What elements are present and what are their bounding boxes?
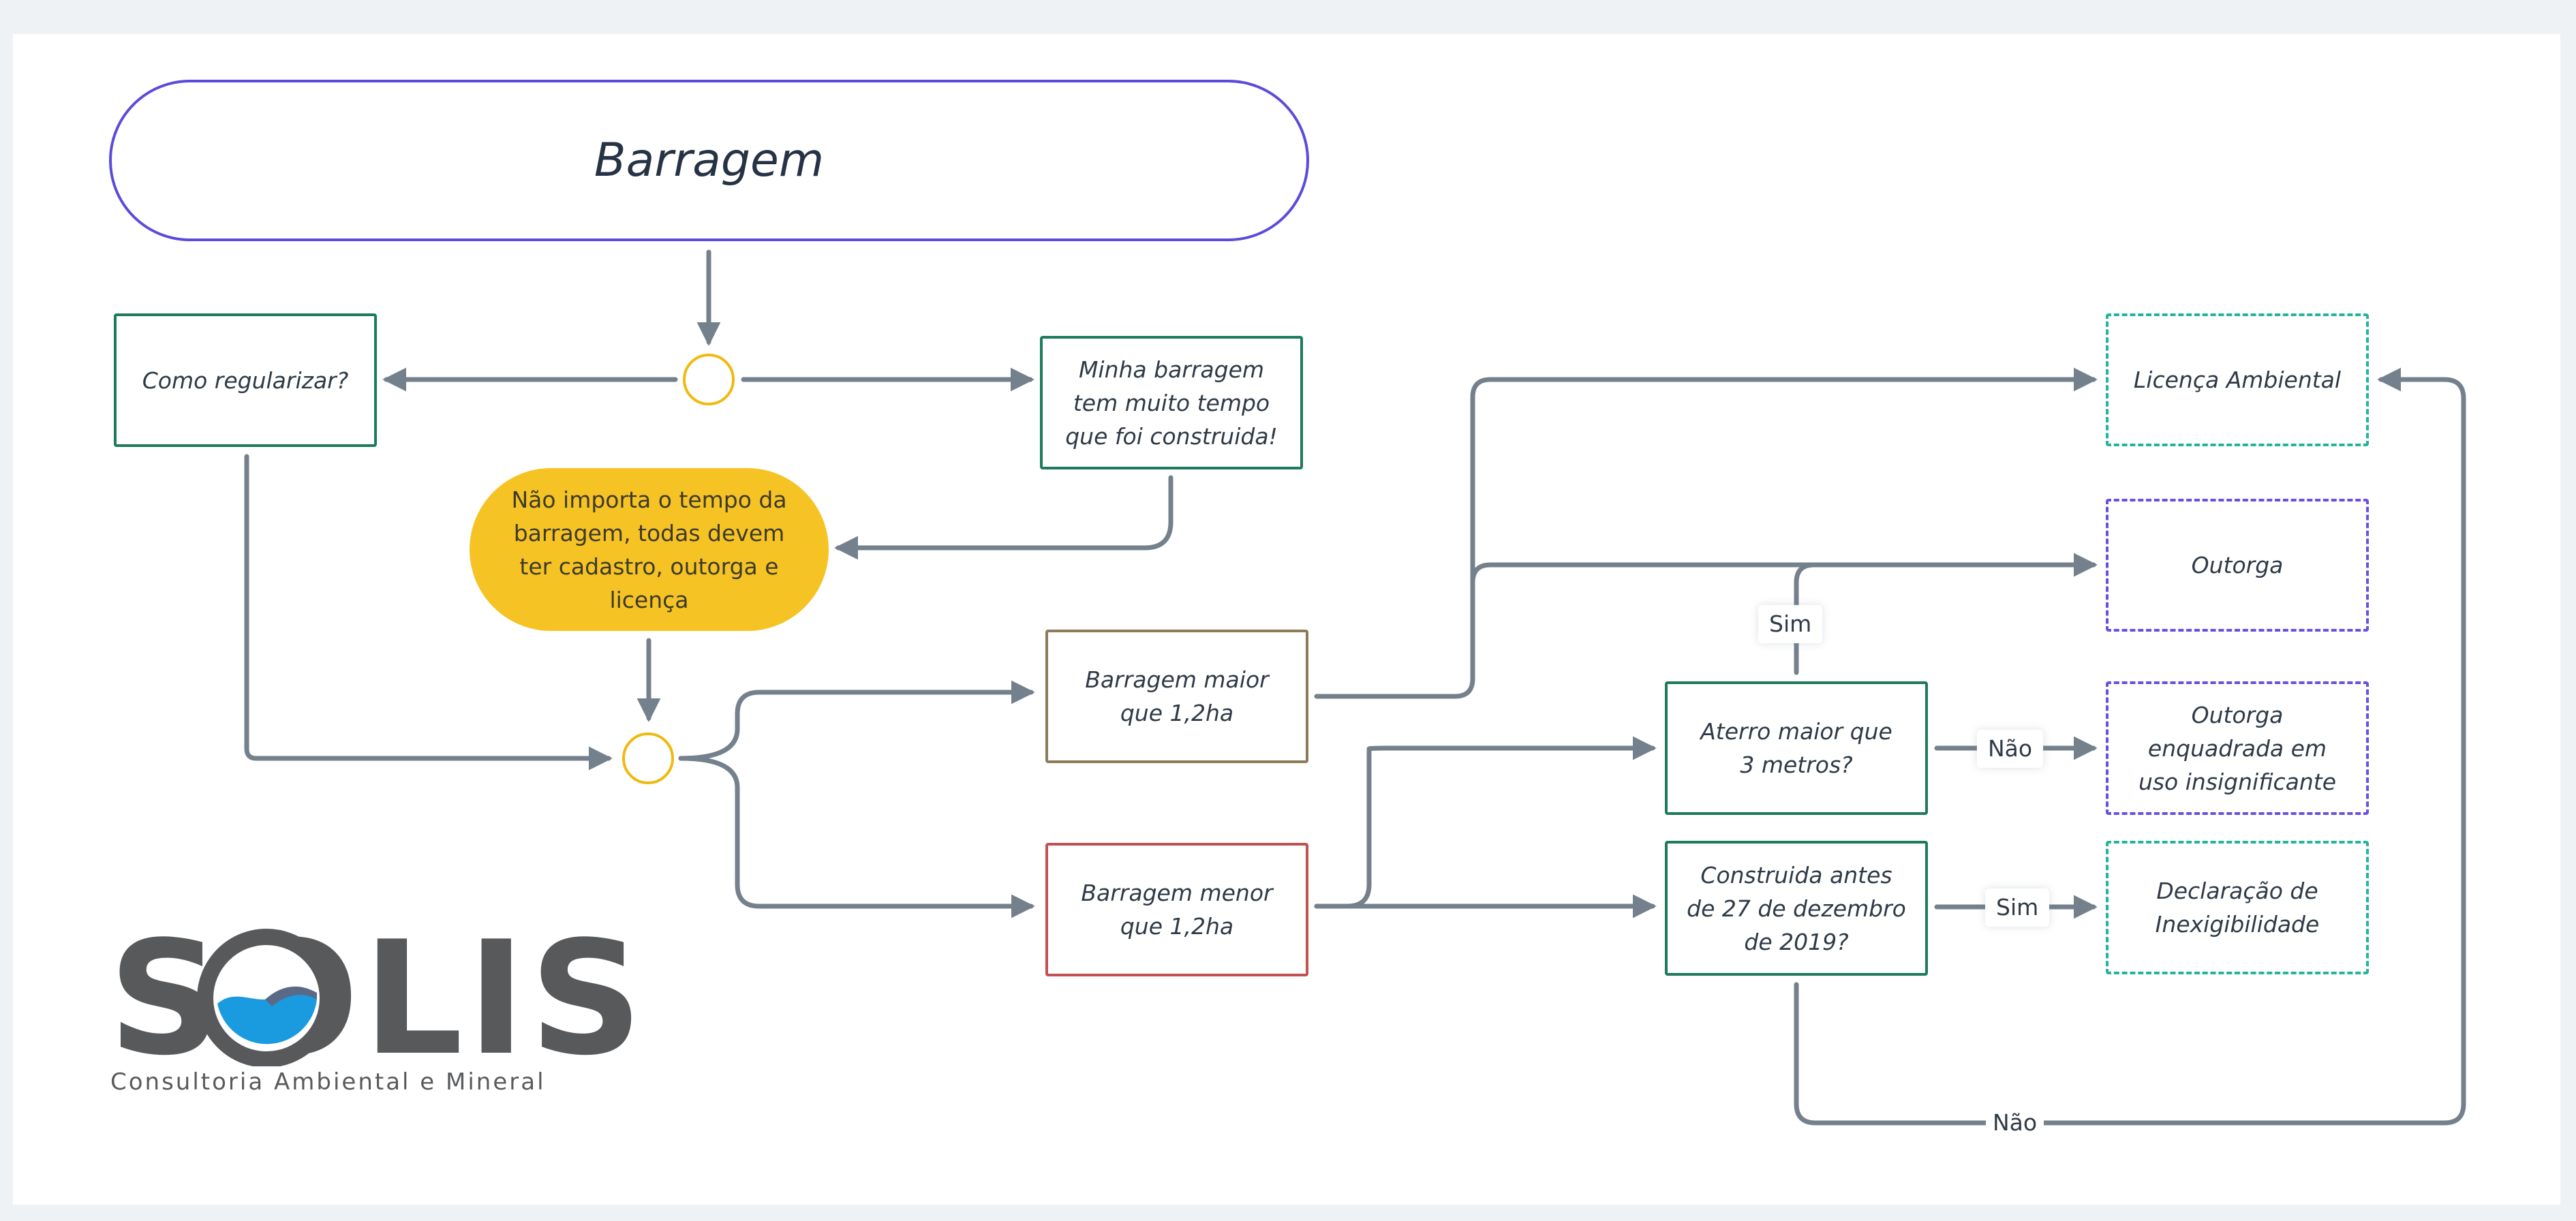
- outorga-insignificante-text: Outorga enquadrada em uso insignificante: [2138, 701, 2337, 795]
- outorga-text: Outorga: [2191, 552, 2284, 578]
- minha-barragem-text: Minha barragem tem muito tempo que foi c…: [1065, 356, 1278, 450]
- outorga-insignificante-node: Outorga enquadrada em uso insignificante: [2106, 681, 2369, 815]
- edge-junction2-to-menor: [678, 756, 1035, 918]
- edge-maior-to-outorga: [1470, 553, 2098, 596]
- solis-logo: SOLIS: [108, 923, 647, 1066]
- edge-label-sim-construida: Sim: [1985, 888, 2050, 927]
- declaracao-node: Declaração de Inexigibilidade: [2106, 841, 2369, 974]
- diagram-canvas: Barragem Como regularizar? Minha barrage…: [13, 34, 2560, 1205]
- barragem-maior-node: Barragem maior que 1,2ha: [1045, 630, 1308, 763]
- licenca-ambiental-node: Licença Ambiental: [2106, 313, 2369, 446]
- declaracao-text: Declaração de Inexigibilidade: [2155, 878, 2320, 938]
- edge-label-nao-aterro: Não: [1977, 730, 2044, 768]
- note-text: Não importa o tempo da barragem, todas d…: [511, 486, 787, 613]
- outorga-node: Outorga: [2106, 499, 2369, 632]
- como-regularizar-text: Como regularizar?: [142, 367, 349, 394]
- barragem-menor-node: Barragem menor que 1,2ha: [1045, 843, 1308, 976]
- construida-text: Construida antes de 27 de dezembro de 20…: [1687, 861, 1906, 955]
- barragem-maior-text: Barragem maior que 1,2ha: [1085, 666, 1269, 726]
- edge-junction2-to-maior: [678, 680, 1035, 761]
- water-wave-icon: [213, 945, 320, 1051]
- decision-junction-middle: [622, 732, 674, 784]
- minha-barragem-node: Minha barragem tem muito tempo que foi c…: [1040, 336, 1303, 469]
- construida-node: Construida antes de 27 de dezembro de 20…: [1665, 841, 1928, 976]
- edge-construida-nao-to-licenca: [1794, 367, 2466, 1126]
- barragem-menor-text: Barragem menor que 1,2ha: [1081, 880, 1273, 940]
- logo-tagline: Consultoria Ambiental e Mineral: [110, 1068, 546, 1096]
- edge-maior-to-licenca: [1314, 367, 2098, 699]
- edge-label-sim-aterro: Sim: [1758, 605, 1823, 643]
- licenca-ambiental-text: Licença Ambiental: [2133, 367, 2342, 393]
- aterro-node: Aterro maior que 3 metros?: [1665, 681, 1928, 815]
- edge-menor-to-aterro: [1314, 736, 1657, 909]
- note-pill: Não importa o tempo da barragem, todas d…: [470, 468, 829, 631]
- aterro-text: Aterro maior que 3 metros?: [1700, 718, 1892, 778]
- logo-o-ring: [197, 929, 336, 1066]
- edge-aterro-sim-to-outorga: [1794, 553, 2098, 675]
- title-text: Barragem: [594, 134, 825, 187]
- como-regularizar-node: Como regularizar?: [114, 313, 377, 447]
- edge-label-nao-construida: Não: [1986, 1109, 2044, 1137]
- decision-junction-top: [683, 354, 735, 405]
- logo-wordmark: SOLIS: [108, 923, 647, 1066]
- title-node: Barragem: [109, 80, 1309, 241]
- edge-minha-to-note: [834, 475, 1174, 560]
- edge-como-to-junction2: [244, 454, 613, 771]
